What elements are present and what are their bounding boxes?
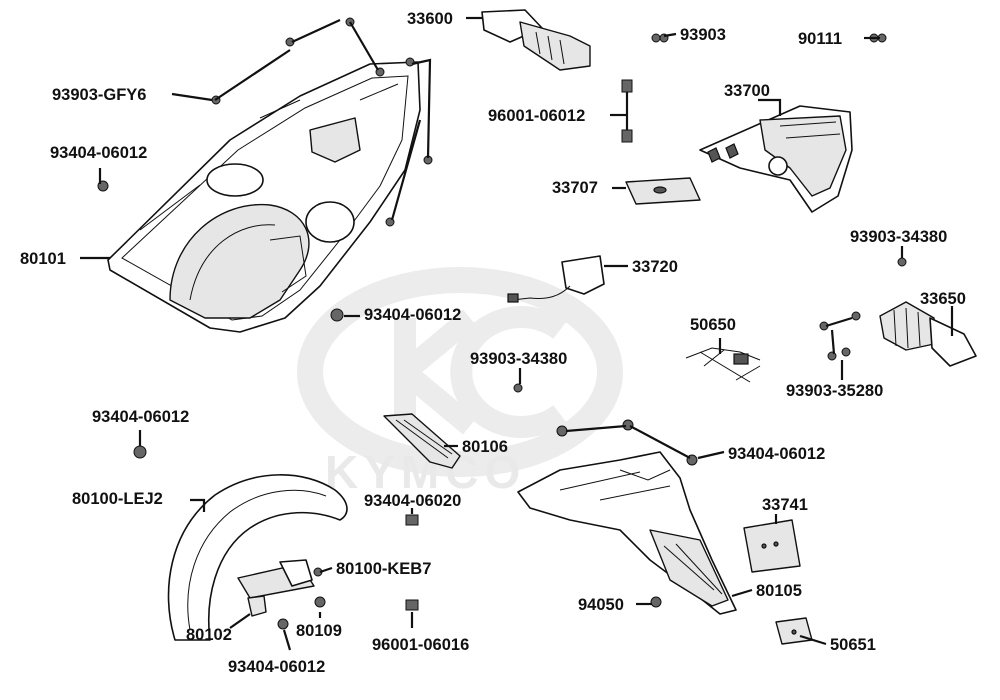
callout-96001-06012: 96001-06012 [488, 107, 585, 125]
bolt-80109 [314, 596, 326, 608]
reflector-plate-33741 [743, 519, 801, 573]
callout-33707: 33707 [552, 179, 598, 197]
bolt-set-rear-fender [556, 419, 698, 466]
bracket-33707 [625, 177, 701, 205]
callout-93404-06012-left: 93404-06012 [92, 408, 189, 426]
harness-50650 [685, 347, 761, 383]
callout-93404-06012-right: 93404-06012 [728, 445, 825, 463]
callout-80105: 80105 [756, 582, 802, 600]
watermark-logo: KYMCO [297, 267, 623, 498]
callout-80100-lej2: 80100-LEJ2 [72, 490, 163, 508]
callout-80100-keb7: 80100-KEB7 [336, 560, 431, 578]
turn-signal-33600 [481, 9, 591, 71]
screw-set-93903-35280 [819, 311, 861, 361]
callout-33700: 33700 [724, 82, 770, 100]
screw-93903-34380-center [513, 383, 523, 393]
bracket-80102 [247, 595, 267, 617]
callout-33720: 33720 [632, 258, 678, 276]
callout-50651: 50651 [830, 636, 876, 654]
callout-93404-06012-center: 93404-06012 [364, 306, 461, 324]
screw-93903-34380-right [897, 257, 907, 267]
callout-80109: 80109 [296, 622, 342, 640]
rear-body-cover-80101 [107, 61, 421, 333]
callout-93404-06020: 93404-06020 [364, 492, 461, 510]
license-light-33720 [507, 255, 605, 303]
bolt-93404-06012-bottom [277, 618, 289, 630]
bolt-96001-06012 [621, 79, 633, 143]
callout-93903-34380-right: 93903-34380 [850, 228, 947, 246]
nut-94050 [650, 596, 662, 608]
bolt-93404-06020 [405, 514, 419, 526]
bolt-93404-06012-center [330, 308, 344, 322]
rear-fender-80105 [517, 451, 737, 615]
callout-33650: 33650 [920, 290, 966, 308]
callout-93903-35280: 93903-35280 [786, 382, 883, 400]
callout-50650: 50650 [690, 316, 736, 334]
callout-93903-34380-center: 93903-34380 [470, 350, 567, 368]
callout-33741: 33741 [762, 496, 808, 514]
leader-lines [80, 16, 954, 651]
callout-96001-06016: 96001-06016 [372, 636, 469, 654]
callout-80102: 80102 [186, 626, 232, 644]
callout-94050: 94050 [578, 596, 624, 614]
callout-93404-06012-top: 93404-06012 [50, 144, 147, 162]
reflector-80106 [383, 413, 461, 469]
callout-90111: 90111 [798, 30, 842, 48]
callout-93903-gfy6: 93903-GFY6 [52, 86, 146, 104]
bolt-93404-06012-left [133, 445, 147, 459]
front-fender-80100-lej2 [167, 474, 348, 641]
callout-labels: 33600 93903 90111 93903-GFY6 96001-06012… [20, 10, 966, 676]
tail-light-33700 [699, 105, 853, 213]
bolt-96001-06016 [405, 599, 419, 611]
callout-93404-06012-bottom: 93404-06012 [228, 658, 325, 676]
callout-33600: 33600 [407, 10, 453, 28]
screw-set-rear-cover [97, 17, 433, 227]
callout-93903: 93903 [680, 26, 726, 44]
callout-80101: 80101 [20, 250, 66, 268]
turn-signal-33650 [879, 301, 977, 367]
plate-50651 [775, 617, 813, 645]
callout-80106: 80106 [462, 438, 508, 456]
